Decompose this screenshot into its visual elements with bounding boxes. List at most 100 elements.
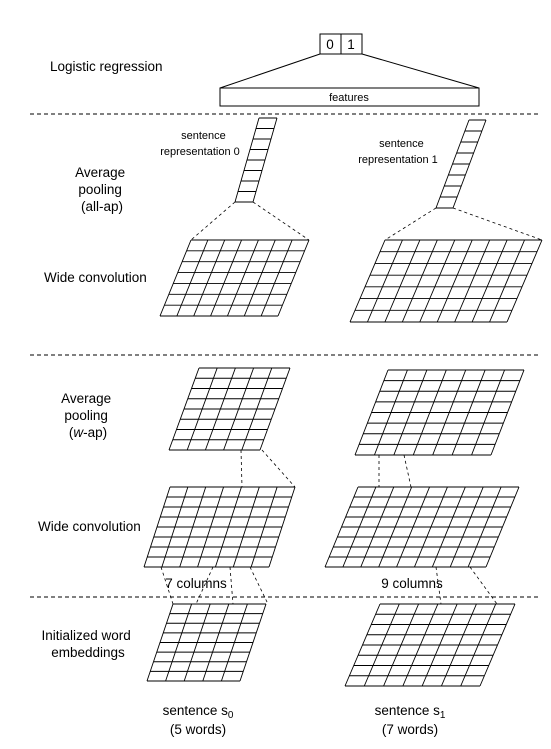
grid-line <box>193 239 226 317</box>
grid-line <box>489 239 525 323</box>
sentence-representation-label-0: sentence representation 0 <box>160 130 240 158</box>
connector-line <box>219 53 321 89</box>
grid-line <box>176 239 209 317</box>
output-value-0: 0 <box>326 37 334 52</box>
grid-line <box>252 117 278 203</box>
connector-line <box>195 566 214 605</box>
section-labels: Logistic regression Average pooling (all… <box>38 59 163 660</box>
grid-line <box>393 369 428 456</box>
grid-line <box>485 486 520 568</box>
grid-line <box>349 239 386 323</box>
section-dividers <box>30 113 540 598</box>
grid-line <box>204 367 236 451</box>
connector-line <box>229 566 234 605</box>
grid-line <box>374 369 408 456</box>
logistic-regression-label: Logistic regression <box>50 59 163 74</box>
dashed-connectors <box>160 201 543 605</box>
grid-line <box>460 603 497 687</box>
grid-line <box>146 603 174 682</box>
grid-line <box>202 603 230 682</box>
connector-line <box>240 449 243 488</box>
wide-conv-grid-top-1 <box>349 239 543 323</box>
features-label: features <box>329 92 369 104</box>
grid-line <box>197 486 224 568</box>
grid-line <box>143 486 171 568</box>
grid-line <box>384 239 421 323</box>
wide-conv-grid-bottom-1 <box>324 486 520 568</box>
grid-line <box>471 239 508 323</box>
output-value-1: 1 <box>347 37 355 52</box>
grid-line <box>183 603 211 682</box>
grid-line <box>179 486 207 568</box>
grid-line <box>441 603 477 687</box>
grid-line <box>342 486 377 568</box>
w-ap-grid-0 <box>168 367 291 451</box>
wide-conv-grid-bottom-0 <box>143 486 296 568</box>
grid-line <box>402 603 439 687</box>
connector-line <box>452 207 543 241</box>
grid-line <box>159 239 192 317</box>
grid-line <box>479 603 516 687</box>
grid-line <box>435 119 470 209</box>
grid-line <box>241 367 273 451</box>
grid-line <box>454 239 491 323</box>
grid-line <box>383 603 419 687</box>
connector-line <box>361 53 480 89</box>
connector-line <box>403 454 412 488</box>
connector-line <box>261 449 296 488</box>
grid-line <box>401 239 438 323</box>
grid-line <box>168 367 200 451</box>
grid-line <box>259 367 291 451</box>
grid-line <box>432 369 467 456</box>
grid-line <box>396 486 430 568</box>
wide-conv-grid-top-0 <box>159 239 310 317</box>
grid-line <box>431 486 466 568</box>
wide-convolution-top-label: Wide convolution <box>44 270 147 285</box>
sentence-representation-grid-0 <box>234 117 278 203</box>
sentence-words-1: (7 words) <box>382 722 438 737</box>
grid-line <box>232 486 260 568</box>
grid-line <box>260 239 293 317</box>
grid-line <box>421 603 458 687</box>
grid-line <box>239 603 267 682</box>
connector-line <box>469 566 498 605</box>
grid-line <box>268 486 296 568</box>
grid-line <box>451 369 486 456</box>
feature-map-grids <box>143 117 543 687</box>
grid-line <box>452 119 487 209</box>
w-ap-label: Average pooling (w-ap) <box>61 391 115 440</box>
grid-line <box>354 369 389 456</box>
sentence-name-0: sentence s0 <box>163 703 234 721</box>
grid-line <box>378 486 413 568</box>
connector-line <box>249 566 269 605</box>
grid-line <box>471 369 505 456</box>
connector-line <box>435 566 442 605</box>
sentence-name-1: sentence s1 <box>375 703 446 721</box>
wide-convolution-bottom-label: Wide convolution <box>38 519 141 534</box>
output-cell-1 <box>340 33 363 55</box>
sentence-representation-grid-1 <box>435 119 487 209</box>
grid-line <box>186 367 218 451</box>
grid-line <box>360 486 395 568</box>
grid-line <box>161 486 189 568</box>
sentence-words-0: (5 words) <box>170 722 226 737</box>
features-box <box>219 87 480 107</box>
grid-line <box>215 486 242 568</box>
embedding-grid-1 <box>344 603 516 687</box>
w-ap-grid-1 <box>354 369 525 456</box>
grid-line <box>220 603 248 682</box>
grid-line <box>412 369 447 456</box>
all-ap-label: Average pooling (all-ap) <box>75 165 129 214</box>
grid-line <box>449 486 484 568</box>
grid-line <box>419 239 456 323</box>
grid-line <box>367 239 403 323</box>
grid-line <box>234 117 260 203</box>
output-layer <box>219 33 480 107</box>
grid-line <box>250 486 278 568</box>
grid-line <box>210 239 242 317</box>
connector-line <box>252 201 310 241</box>
grid-line <box>243 239 276 317</box>
grid-line <box>467 486 502 568</box>
grid-line <box>165 603 193 682</box>
embedding-grid-0 <box>146 603 267 682</box>
